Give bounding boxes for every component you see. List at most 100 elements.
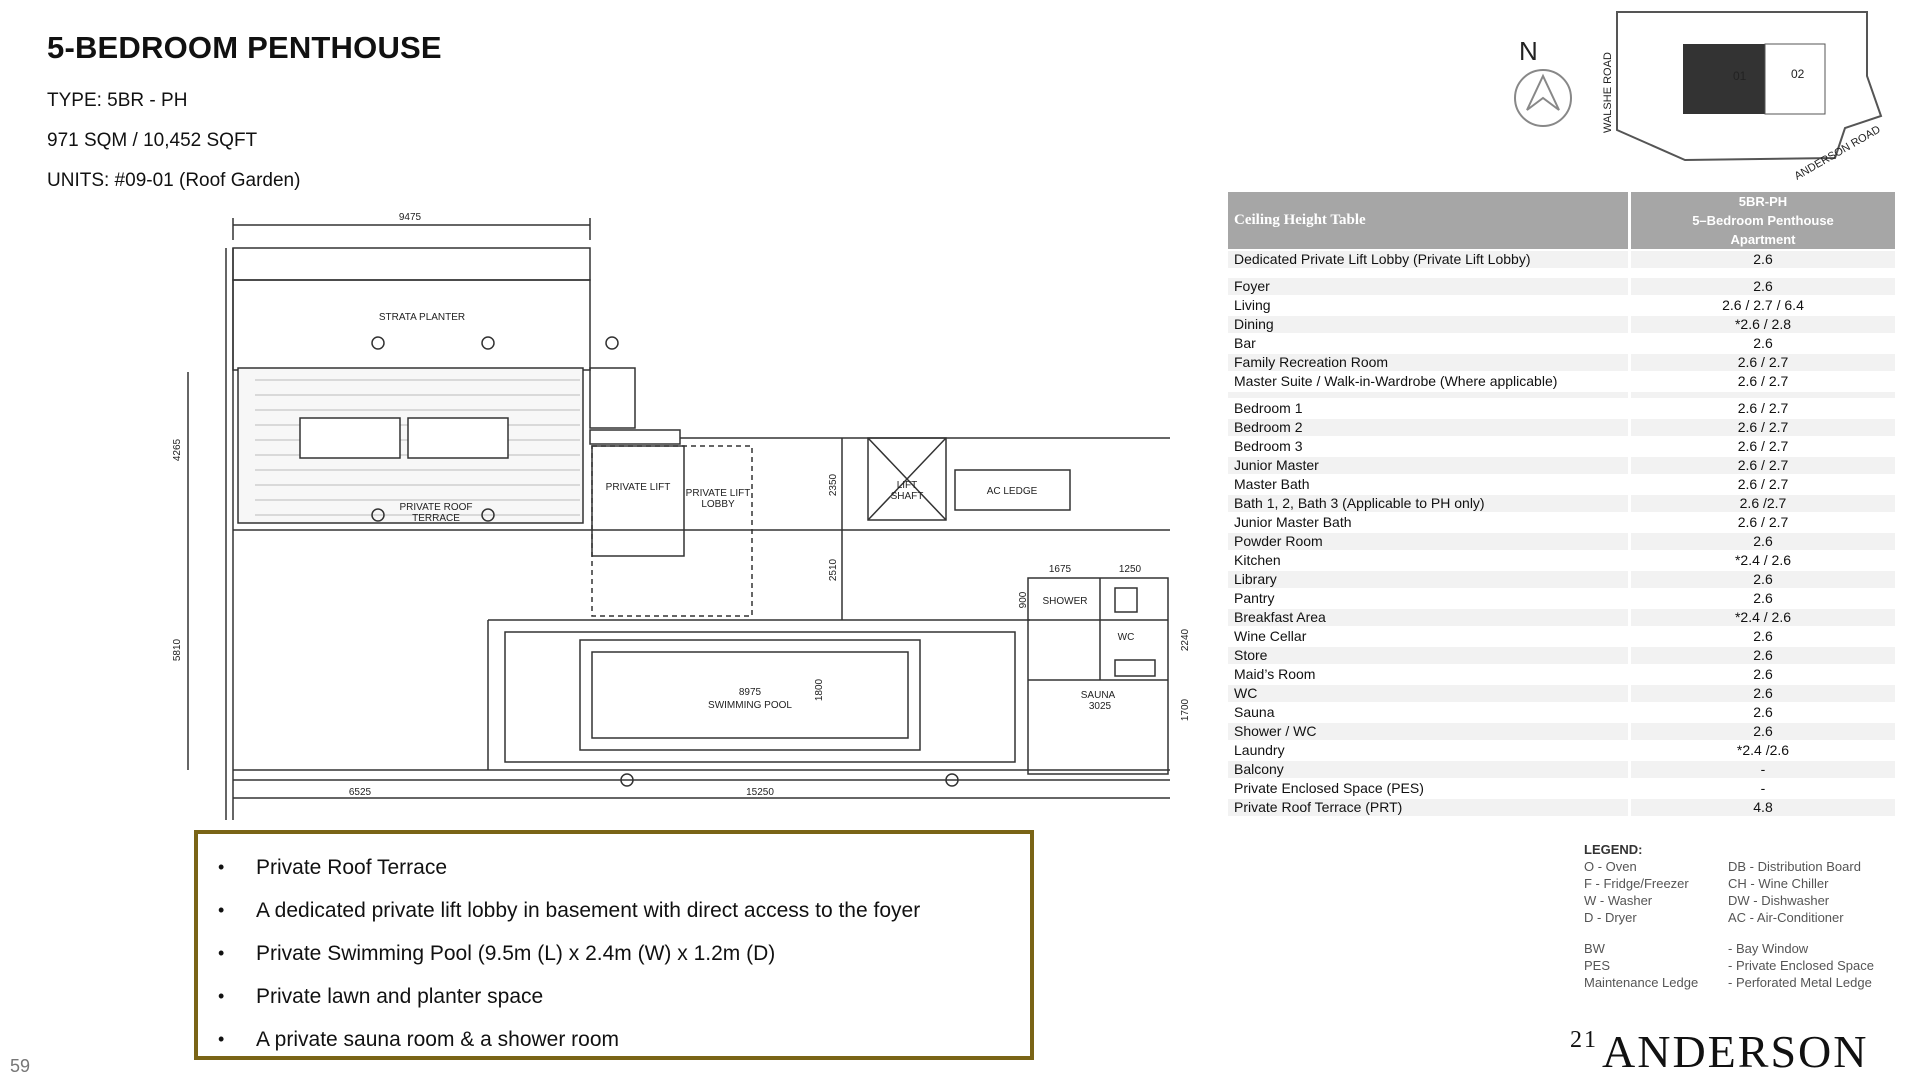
unit-area: 971 SQM / 10,452 SQFT	[47, 130, 258, 151]
ceiling-table-row: Private Enclosed Space (PES)-	[1228, 779, 1895, 799]
ceiling-height-value: -	[1628, 779, 1895, 799]
ceiling-height-value: 2.6 / 2.7	[1628, 437, 1895, 457]
ceiling-table-row: Bath 1, 2, Bath 3 (Applicable to PH only…	[1228, 494, 1895, 514]
ceiling-height-value: 2.6	[1628, 665, 1895, 685]
room-name: Wine Cellar	[1228, 627, 1630, 647]
dim-9475: 9475	[399, 212, 422, 223]
room-name: Laundry	[1228, 741, 1630, 761]
page-number: 59	[10, 1056, 31, 1076]
room-name: Shower / WC	[1228, 722, 1630, 742]
legend-entry: PES	[1584, 958, 1611, 973]
dim-1250: 1250	[1119, 564, 1142, 575]
ceiling-height-value: 2.6	[1628, 532, 1895, 552]
page-title: 5-BEDROOM PENTHOUSE	[47, 30, 442, 65]
legend-abbr: BW PES Maintenance Ledge	[1584, 940, 1698, 991]
room-sauna: SAUNA	[1081, 690, 1116, 701]
room-strata-planter: STRATA PLANTER	[379, 312, 465, 323]
ceiling-table-header: Ceiling Height Table 5BR-PH 5–Bedroom Pe…	[1228, 192, 1895, 251]
key-plan: N WALSHE ROAD 01 02 ANDERSON ROAD	[1514, 11, 1883, 183]
ceiling-height-value: 2.6 / 2.7	[1628, 372, 1895, 392]
legend-entry: Maintenance Ledge	[1584, 975, 1699, 990]
ceiling-height-value: 2.6	[1628, 646, 1895, 666]
ceiling-height-value: 2.6	[1628, 722, 1895, 742]
ceiling-table-row: Master Suite / Walk-in-Wardrobe (Where a…	[1228, 372, 1895, 392]
ceiling-height-value: 2.6	[1628, 627, 1895, 647]
legend-entry: W - Washer	[1584, 893, 1653, 908]
site-outline	[1616, 11, 1883, 162]
unit-02-block	[1764, 43, 1826, 115]
room-name: Sauna	[1228, 703, 1630, 723]
legend-entry: - Private Enclosed Space	[1728, 958, 1874, 973]
legend-entry: BW	[1584, 941, 1605, 956]
ceiling-table-row: Kitchen*2.4 / 2.6	[1228, 551, 1895, 571]
dim-8975: 8975	[739, 687, 762, 698]
north-label: N	[1519, 36, 1538, 66]
ceiling-height-value: 2.6	[1628, 684, 1895, 704]
ceiling-height-value: *2.4 / 2.6	[1628, 551, 1895, 571]
legend-entry: D - Dryer	[1584, 910, 1637, 925]
room-name: Bedroom 3	[1228, 437, 1630, 457]
legend-entry: O - Oven	[1584, 859, 1637, 874]
ceiling-table-row: Dining*2.6 / 2.8	[1228, 315, 1895, 335]
features-list: Private Roof TerraceA dedicated private …	[198, 846, 1030, 1061]
header-5br-ph: 5BR-PH	[1738, 194, 1788, 209]
legend-title: LEGEND:	[1584, 842, 1643, 857]
room-name: Maid’s Room	[1228, 665, 1630, 685]
floor-plan: 9475 STRATA PLANTER PRIVATE ROOF TERRACE…	[172, 212, 1191, 820]
ceiling-height-value: 2.6	[1628, 589, 1895, 609]
ceiling-table-row: Private Roof Terrace (PRT)4.8	[1228, 798, 1895, 818]
ceiling-height-value: 2.6 / 2.7	[1628, 418, 1895, 438]
feature-item: A private sauna room & a shower room	[218, 1018, 1030, 1061]
ceiling-height-value: 2.6	[1628, 250, 1895, 270]
legend-abbr-desc: - Bay Window- Private Enclosed Space- Pe…	[1728, 940, 1874, 991]
room-roof-terrace: PRIVATE ROOF	[400, 502, 473, 513]
unit-01-label: 01	[1733, 69, 1747, 83]
ceiling-height-value: 2.6 / 2.7	[1628, 353, 1895, 373]
room-name: Foyer	[1228, 277, 1630, 297]
ceiling-height-value: *2.4 / 2.6	[1628, 608, 1895, 628]
ceiling-table-row: Balcony-	[1228, 760, 1895, 780]
room-name	[1228, 269, 1630, 278]
feature-item: A dedicated private lift lobby in baseme…	[218, 889, 1030, 932]
room-name: WC	[1228, 684, 1630, 704]
north-arrow-icon: N	[1514, 36, 1572, 127]
dim-2510: 2510	[828, 558, 839, 581]
room-name: Private Enclosed Space (PES)	[1228, 779, 1630, 799]
ceiling-table-title: Ceiling Height Table	[1228, 192, 1630, 251]
ceiling-height-value: 2.6	[1628, 334, 1895, 354]
room-name: Bar	[1228, 334, 1630, 354]
ceiling-height-value: 2.6 / 2.7	[1628, 456, 1895, 476]
ceiling-table-row: Laundry*2.4 /2.6	[1228, 741, 1895, 761]
ceiling-height-value: 2.6	[1628, 570, 1895, 590]
ceiling-height-value: 2.6 / 2.7	[1628, 513, 1895, 533]
room-name: Library	[1228, 570, 1630, 590]
header-apartment: Apartment	[1730, 232, 1796, 247]
room-name: Master Suite / Walk-in-Wardrobe (Where a…	[1228, 372, 1630, 392]
ceiling-height-value: 2.6	[1628, 277, 1895, 297]
room-name: Bedroom 2	[1228, 418, 1630, 438]
features-box: Private Roof TerraceA dedicated private …	[194, 830, 1034, 1061]
dim-15250: 15250	[746, 787, 774, 798]
ceiling-height-value: 2.6 / 2.7 / 6.4	[1628, 296, 1895, 316]
ceiling-table-unit-header: 5BR-PH 5–Bedroom Penthouse Apartment	[1628, 192, 1895, 251]
room-shower: SHOWER	[1043, 596, 1088, 607]
walshe-road-label: WALSHE ROAD	[1602, 52, 1614, 133]
legend-entry: - Perforated Metal Ledge	[1728, 975, 1872, 990]
brand-logo: 21ANDERSON	[1570, 1025, 1868, 1078]
ceiling-table-row: Breakfast Area*2.4 / 2.6	[1228, 608, 1895, 628]
dim-2240: 2240	[1180, 628, 1191, 651]
dim-3025: 3025	[1089, 701, 1112, 712]
room-roof-terrace-2: TERRACE	[412, 513, 460, 524]
legend-entry: AC - Air-Conditioner	[1728, 910, 1844, 925]
